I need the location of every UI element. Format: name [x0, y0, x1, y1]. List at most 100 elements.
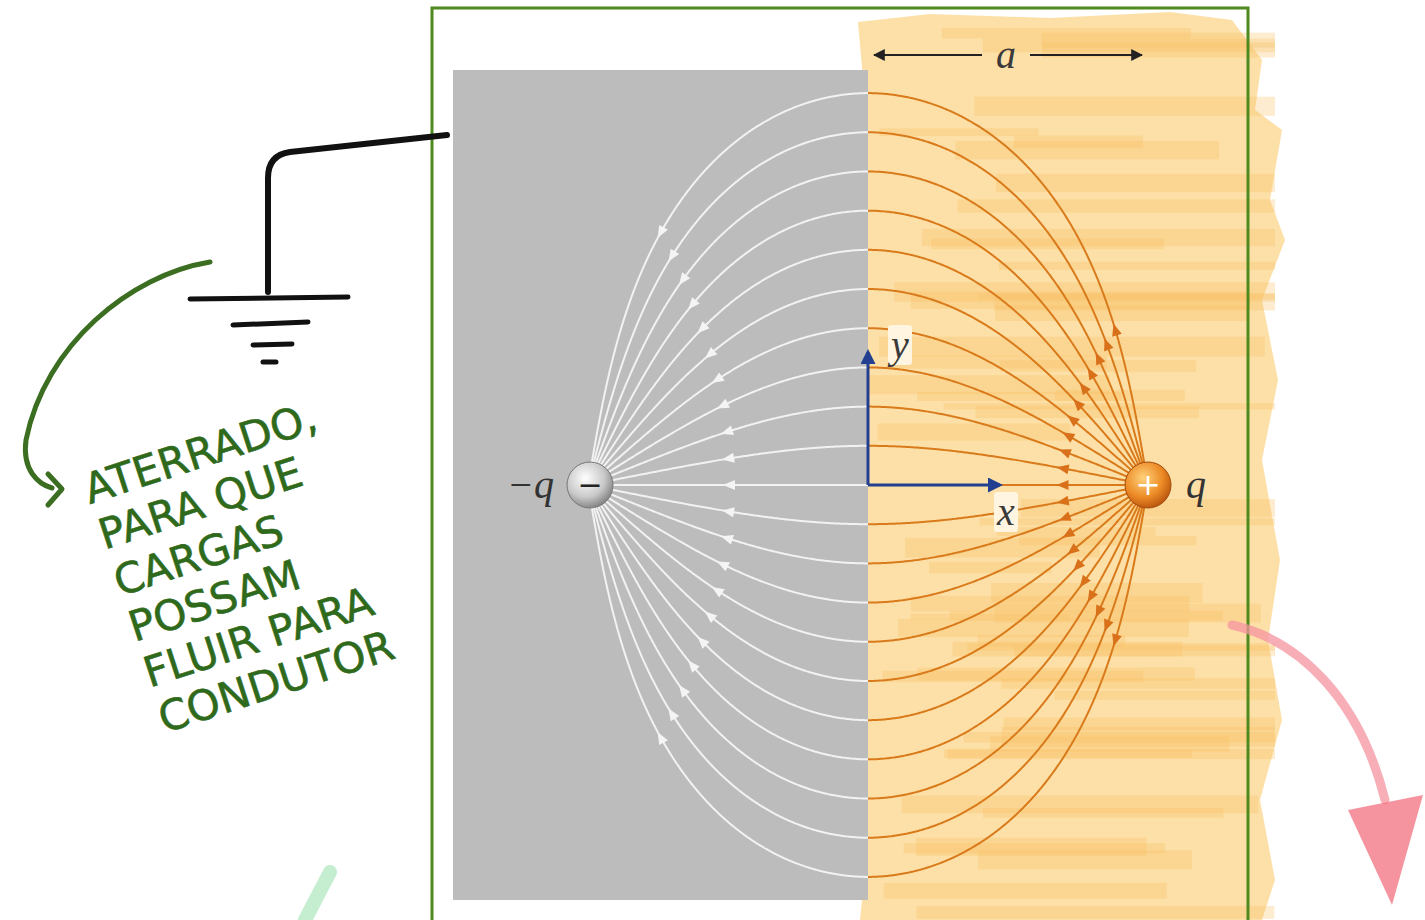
image-field-line	[588, 93, 868, 482]
field-line	[868, 250, 1146, 483]
image-field-line	[590, 487, 868, 681]
field-line	[868, 487, 1145, 603]
image-field-line	[591, 367, 868, 483]
field-line	[868, 488, 1147, 838]
scribble-stroke	[917, 906, 1275, 919]
field-arrowhead	[721, 453, 734, 465]
image-field-line	[589, 211, 868, 483]
field-arrowhead	[719, 531, 733, 544]
scribble-stroke	[975, 406, 1199, 418]
field-arrowhead	[684, 657, 699, 673]
image-field-line	[591, 487, 868, 603]
scribble-stroke	[884, 883, 1167, 899]
field-arrowhead	[664, 706, 679, 721]
field-arrowhead	[1091, 350, 1105, 365]
scribble-texture	[869, 28, 1275, 919]
axis-label: x	[994, 492, 1018, 532]
field-arrowhead	[1109, 633, 1122, 647]
image-field-line	[589, 171, 868, 482]
scribble-stroke	[1004, 718, 1275, 731]
pink-arrow	[1232, 625, 1385, 800]
field-arrowhead	[721, 505, 734, 517]
dimension-label: a	[996, 35, 1016, 75]
scribble-stroke	[917, 667, 1194, 680]
field-arrowhead	[709, 583, 725, 598]
ground-symbol	[190, 297, 348, 362]
charge-label: −q	[507, 465, 554, 505]
charge-sphere	[1125, 462, 1171, 508]
scribble-stroke	[929, 562, 1051, 573]
image-field-line	[591, 446, 868, 485]
field-arrowhead	[1100, 619, 1114, 634]
field-arrowhead	[1076, 380, 1091, 396]
field-arrowhead	[723, 480, 735, 490]
field-arrowhead	[1064, 412, 1080, 427]
field-arrowhead	[1083, 365, 1098, 380]
dimension-line	[874, 54, 982, 56]
axis-label: y	[888, 325, 912, 365]
field-arrowhead	[1091, 604, 1105, 619]
field-arrowhead	[1056, 496, 1070, 508]
field-arrowhead	[694, 633, 710, 649]
field-arrowhead	[715, 557, 730, 571]
field-arrowhead	[702, 347, 718, 362]
field-arrowhead	[1064, 543, 1080, 558]
pink-arrowhead	[1348, 795, 1423, 905]
field-line	[868, 487, 1146, 681]
image-field-line	[590, 487, 868, 642]
annotation-arrowhead	[48, 474, 62, 505]
field-arrowhead	[719, 425, 733, 438]
scribble-stroke	[931, 239, 1164, 250]
field-arrowhead	[1057, 480, 1069, 490]
field-line	[868, 486, 1145, 563]
x-axis	[868, 484, 1000, 487]
field-arrowhead	[709, 372, 725, 387]
point-charge: +q	[1124, 461, 1172, 509]
scribble-stroke	[877, 423, 1070, 440]
field-line	[868, 446, 1145, 485]
image-field-line	[590, 250, 868, 483]
scribble-stroke	[994, 604, 1260, 623]
field-arrowhead	[1100, 337, 1114, 352]
scribble-stroke	[964, 732, 1275, 742]
charge-sphere	[567, 462, 613, 508]
scribble-stroke	[1055, 691, 1275, 700]
field-arrowhead	[1083, 589, 1098, 604]
field-arrowhead	[694, 321, 710, 337]
field-arrowhead	[1057, 445, 1072, 459]
scribble-stroke	[974, 97, 1275, 116]
field-line	[868, 487, 1146, 642]
image-field-line	[590, 289, 868, 483]
field-arrowhead	[664, 249, 679, 264]
field-arrowhead	[1070, 559, 1086, 575]
field-line	[868, 171, 1147, 482]
ground-wire	[268, 135, 447, 292]
field-line	[868, 289, 1146, 483]
image-field-line	[589, 132, 868, 482]
charge-sign: +	[1135, 470, 1160, 500]
green-scribble	[305, 872, 330, 920]
field-arrowhead	[1076, 575, 1091, 591]
field-arrowhead	[702, 608, 718, 623]
charge-sign: −	[577, 470, 602, 500]
field-arrowhead	[675, 682, 690, 698]
field-line	[868, 211, 1147, 483]
handwritten-note: ATERRADO, PARA QUE CARGAS POSSAM FLUIR P…	[78, 392, 400, 743]
field-lines	[868, 93, 1148, 877]
image-field-line	[588, 488, 868, 877]
field-line	[868, 367, 1145, 483]
scribble-stroke	[1014, 135, 1143, 148]
field-arrowhead	[1060, 428, 1075, 443]
highlight-scribble	[856, 12, 1285, 920]
figure-frame	[432, 8, 1248, 920]
field-arrowhead	[1060, 527, 1075, 542]
image-field-line	[589, 488, 868, 760]
image-field-line	[589, 488, 868, 799]
y-axis	[867, 352, 870, 485]
scribble-stroke	[942, 28, 1191, 39]
field-line	[868, 488, 1148, 877]
field-line	[868, 132, 1147, 482]
point-charge: −q−	[566, 461, 614, 509]
field-arrowhead	[653, 225, 668, 240]
